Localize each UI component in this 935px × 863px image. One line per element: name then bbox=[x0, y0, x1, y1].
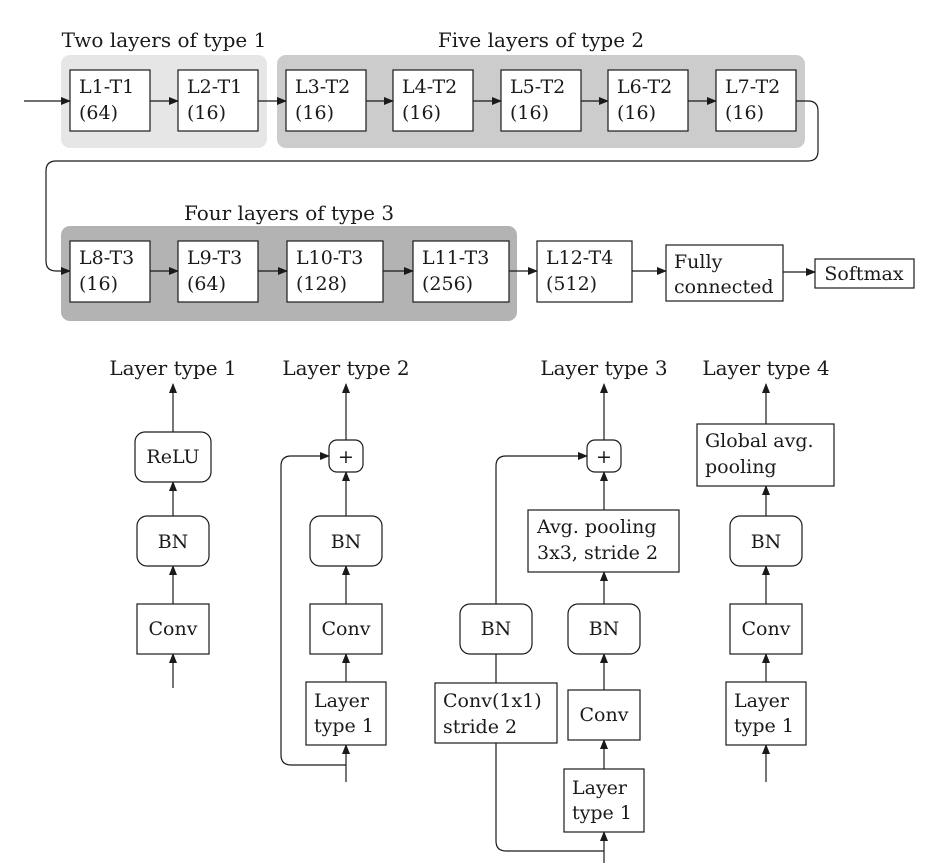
t4-conv-node: Conv bbox=[729, 603, 803, 655]
t3-skip-bn-node: BN bbox=[459, 603, 533, 655]
svg-text:(64): (64) bbox=[79, 102, 118, 124]
svg-text:Conv: Conv bbox=[322, 618, 371, 640]
t3-add-node: + bbox=[586, 439, 622, 473]
svg-text:connected: connected bbox=[674, 276, 773, 298]
svg-text:Global avg.: Global avg. bbox=[705, 430, 814, 452]
t3-avg-pool-node: Avg. pooling 3x3, stride 2 bbox=[527, 509, 680, 573]
t2-input-node: Layer type 1 bbox=[305, 681, 387, 746]
t4-global-pool-node: Global avg. pooling bbox=[696, 423, 835, 487]
layer-node-l9: L9-T3 (64) bbox=[177, 240, 259, 303]
t1-relu-node: ReLU bbox=[134, 431, 212, 483]
t3-skip-input bbox=[495, 743, 604, 852]
svg-text:pooling: pooling bbox=[705, 456, 777, 478]
layer-type-1-title: Layer type 1 bbox=[109, 356, 236, 380]
layer-node-l1: L1-T1 (64) bbox=[69, 69, 151, 132]
layer-node-l2: L2-T1 (16) bbox=[177, 69, 259, 132]
svg-text:Layer: Layer bbox=[572, 777, 628, 799]
layer-type-3-title: Layer type 3 bbox=[540, 356, 667, 380]
layer-node-l4: L4-T2 (16) bbox=[392, 69, 474, 132]
group3-label: Four layers of type 3 bbox=[184, 201, 394, 225]
svg-text:(128): (128) bbox=[296, 273, 347, 295]
svg-text:L8-T3: L8-T3 bbox=[79, 247, 134, 269]
layer-node-l5: L5-T2 (16) bbox=[500, 69, 582, 132]
svg-text:Fully: Fully bbox=[674, 251, 723, 273]
layer-type-4-diagram: Layer type 4 Layer type 1 Conv BN Global… bbox=[696, 356, 835, 782]
svg-text:(16): (16) bbox=[295, 102, 334, 124]
t2-add-node: + bbox=[328, 439, 364, 473]
svg-text:Conv: Conv bbox=[580, 704, 629, 726]
layer-type-2-title: Layer type 2 bbox=[282, 356, 409, 380]
svg-text:(16): (16) bbox=[402, 102, 441, 124]
t2-skip-connection bbox=[280, 452, 346, 766]
svg-text:(256): (256) bbox=[422, 273, 473, 295]
svg-text:(16): (16) bbox=[187, 102, 226, 124]
svg-text:+: + bbox=[596, 446, 612, 468]
t2-bn-node: BN bbox=[309, 515, 383, 567]
svg-text:(512): (512) bbox=[546, 273, 597, 295]
t2-conv-node: Conv bbox=[309, 603, 383, 655]
layer-node-l10: L10-T3 (128) bbox=[286, 240, 384, 303]
t4-bn-node: BN bbox=[729, 515, 803, 567]
svg-text:+: + bbox=[338, 446, 354, 468]
t3-input-node: Layer type 1 bbox=[563, 768, 645, 833]
layer-node-l11: L11-T3 (256) bbox=[412, 240, 510, 303]
t1-conv-node: Conv bbox=[136, 603, 210, 655]
svg-text:type 1: type 1 bbox=[734, 715, 794, 737]
svg-text:Conv(1x1): Conv(1x1) bbox=[443, 690, 542, 712]
svg-text:L6-T2: L6-T2 bbox=[617, 76, 672, 98]
svg-text:stride 2: stride 2 bbox=[443, 716, 517, 738]
svg-text:type 1: type 1 bbox=[314, 715, 374, 737]
svg-text:L3-T2: L3-T2 bbox=[295, 76, 350, 98]
svg-text:type 1: type 1 bbox=[572, 802, 632, 824]
svg-text:BN: BN bbox=[589, 618, 620, 640]
t3-conv-node: Conv bbox=[567, 689, 641, 741]
svg-text:BN: BN bbox=[481, 618, 512, 640]
svg-text:L2-T1: L2-T1 bbox=[187, 76, 242, 98]
svg-text:L5-T2: L5-T2 bbox=[510, 76, 565, 98]
svg-text:BN: BN bbox=[331, 531, 362, 553]
wrap-connector bbox=[45, 100, 819, 275]
layer-node-l6: L6-T2 (16) bbox=[607, 69, 689, 132]
group2-label: Five layers of type 2 bbox=[438, 28, 644, 52]
layer-type-1-diagram: Layer type 1 Conv BN ReLU bbox=[109, 356, 237, 688]
softmax-node: Softmax bbox=[814, 258, 915, 289]
svg-text:Softmax: Softmax bbox=[824, 263, 903, 285]
svg-text:L11-T3: L11-T3 bbox=[422, 247, 489, 269]
t4-input-node: Layer type 1 bbox=[725, 681, 807, 746]
svg-text:L7-T2: L7-T2 bbox=[725, 76, 780, 98]
svg-text:L10-T3: L10-T3 bbox=[296, 247, 363, 269]
layer-type-3-diagram: Layer type 3 Layer type 1 Conv BN Avg. p… bbox=[434, 356, 680, 863]
svg-text:(16): (16) bbox=[79, 273, 118, 295]
t3-skip-connection bbox=[495, 452, 588, 604]
fully-connected-node: Fully connected bbox=[665, 244, 784, 302]
layer-node-l12: L12-T4 (512) bbox=[536, 240, 633, 303]
layer-node-l7: L7-T2 (16) bbox=[715, 69, 797, 132]
svg-text:L4-T2: L4-T2 bbox=[402, 76, 457, 98]
layer-node-l3: L3-T2 (16) bbox=[285, 69, 367, 132]
svg-text:BN: BN bbox=[158, 531, 189, 553]
svg-text:Conv: Conv bbox=[149, 618, 198, 640]
svg-text:(16): (16) bbox=[617, 102, 656, 124]
layer-type-2-diagram: Layer type 2 Layer type 1 Conv BN + bbox=[280, 356, 410, 782]
svg-text:(16): (16) bbox=[510, 102, 549, 124]
svg-text:3x3, stride 2: 3x3, stride 2 bbox=[537, 542, 658, 564]
layer-type-4-title: Layer type 4 bbox=[702, 356, 829, 380]
group1-label: Two layers of type 1 bbox=[62, 28, 267, 52]
svg-text:L9-T3: L9-T3 bbox=[187, 247, 242, 269]
layer-node-l8: L8-T3 (16) bbox=[69, 240, 151, 303]
t1-bn-node: BN bbox=[136, 515, 210, 567]
svg-text:(16): (16) bbox=[725, 102, 764, 124]
svg-text:L12-T4: L12-T4 bbox=[546, 247, 613, 269]
svg-text:Layer: Layer bbox=[734, 690, 790, 712]
svg-text:BN: BN bbox=[751, 531, 782, 553]
svg-text:(64): (64) bbox=[187, 273, 226, 295]
t3-bn-node: BN bbox=[567, 603, 641, 655]
t3-skip-conv-node: Conv(1x1) stride 2 bbox=[434, 682, 558, 744]
svg-text:Layer: Layer bbox=[314, 690, 370, 712]
svg-text:Conv: Conv bbox=[742, 618, 791, 640]
svg-text:ReLU: ReLU bbox=[146, 446, 199, 468]
svg-text:Avg. pooling: Avg. pooling bbox=[536, 516, 657, 538]
svg-text:L1-T1: L1-T1 bbox=[79, 76, 134, 98]
